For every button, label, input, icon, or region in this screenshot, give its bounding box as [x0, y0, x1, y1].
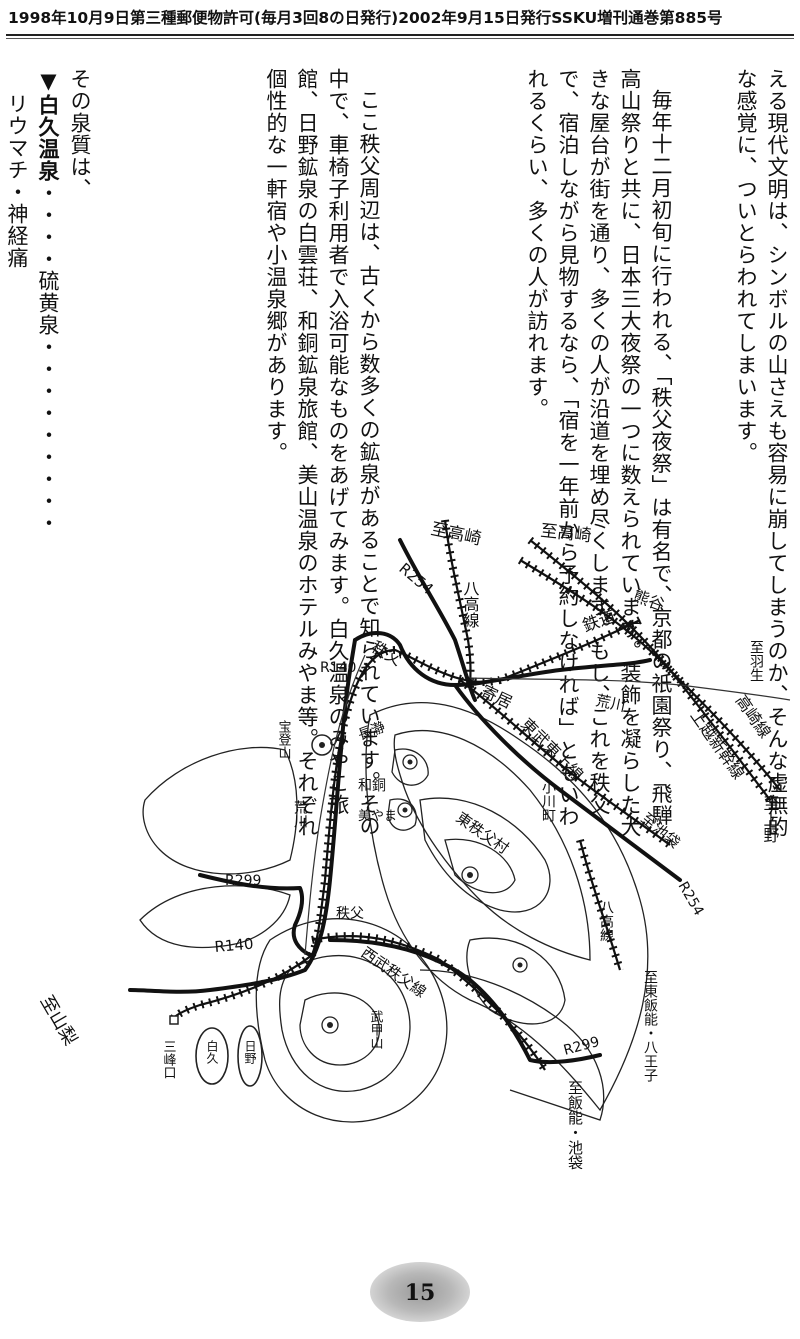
page-number-badge [370, 1262, 470, 1322]
road-r299-west [198, 873, 312, 957]
map-labels: 至高崎 至高崎 八高線 R254 熊谷 至羽生 鉄道 秩父 寄居 荒川 上越新幹… [36, 519, 780, 1170]
label-arakawa-river: 荒川 [594, 691, 627, 715]
spring-name: ▼白久温泉 [36, 68, 61, 182]
label-chichibu-station: 秩父 [336, 906, 364, 922]
road-r254-east [453, 683, 682, 882]
river-arakawa-east [469, 677, 791, 701]
station-marker-mitsumine [169, 1015, 179, 1025]
rail-seibu-ties [311, 932, 549, 1073]
contour-nagatoro [391, 748, 429, 786]
label-to-higashihanno: 至東飯能・八王子 [642, 970, 658, 1082]
contour-4 [444, 838, 516, 894]
page-number-text: 15 [404, 1280, 436, 1306]
road-r299-south [328, 938, 602, 1065]
label-mitsuminekuchi: 三峰口 [161, 1040, 177, 1079]
spring-quality-item: ▼白久温泉・・・・硫黄泉・・・・・・・・・ [32, 68, 64, 838]
rail-hachiko-north [443, 519, 472, 691]
contour-6 [255, 918, 448, 1123]
label-to-ikebukuro-1: 至池袋 [637, 809, 683, 852]
peak-marker-2 [397, 802, 413, 818]
rivers [304, 654, 791, 956]
label-takasaki-line: 高崎線 [732, 691, 775, 741]
label-miyama: 美やま [358, 809, 397, 824]
label-to-takasaki-2: 至高崎 [539, 521, 592, 546]
contour-7 [278, 954, 411, 1092]
paragraph-mineral-springs: ここ秩父周辺は、古くから数多くの鉱泉があることで知られています。その中で、車椅子… [264, 68, 381, 838]
river-arakawa-west [304, 654, 366, 956]
contour-west [139, 885, 291, 949]
peak-markers [311, 734, 528, 1034]
label-r254-mid: R254 [675, 879, 707, 919]
header-rule [6, 34, 794, 36]
label-nagatoro: 長瀞 [356, 719, 388, 744]
peak-marker-higashichichibu [461, 866, 479, 884]
label-wado: 和銅 [358, 778, 386, 794]
label-kumagaya: 熊谷 [631, 586, 668, 615]
spring-effect: リウマチ・神経痛 [5, 93, 29, 270]
label-hachiko-line-top: 八高線 [461, 580, 480, 628]
text-column-4: その泉質は、 ▼白久温泉・・・・硫黄泉・・・・・・・・・ リウマチ・神経痛 [0, 68, 95, 838]
label-to-takasaki-1: 至高崎 [429, 519, 483, 549]
label-to-hanyu: 至羽生 [748, 640, 764, 682]
label-hodosan: 宝登山 [276, 720, 292, 759]
peak-marker-4 [512, 957, 528, 973]
peak-marker-nagatoro [402, 754, 418, 770]
label-to-hanno-ikebukuro: 至飯能・池袋 [566, 1080, 584, 1170]
header-rule-thin [6, 38, 794, 39]
spring-dots: ・・・・硫黄泉・・・・・・・・・ [36, 182, 60, 534]
contour-3 [419, 797, 551, 913]
text-column-1: える現代文明は、シンボルの山さえも容易に崩してしまうのか、そんな虚無的な感覚に、… [684, 68, 792, 838]
spring-quality-intro: その泉質は、 [68, 68, 92, 200]
label-yorii: 寄居 [478, 681, 515, 712]
rail-tobu-tojo [459, 679, 671, 846]
contour-5 [466, 937, 566, 1025]
onsen-marker-shiraku [195, 1027, 229, 1085]
label-hachiko-line-bottom: 八高線 [598, 900, 614, 942]
page-number: 15 [370, 1262, 470, 1322]
label-tobu-tojo-line: 東武東上線 [517, 714, 587, 784]
label-arakawa-left: 荒川 [292, 800, 308, 828]
road-r140-northeast [353, 631, 652, 687]
chichibu-area-map: 至高崎 至高崎 八高線 R254 熊谷 至羽生 鉄道 秩父 寄居 荒川 上越新幹… [0, 500, 800, 1220]
label-hino: 日野 [243, 1040, 257, 1064]
hand-drawn-map: 至高崎 至高崎 八高線 R254 熊谷 至羽生 鉄道 秩父 寄居 荒川 上越新幹… [36, 519, 791, 1170]
label-bukosan: 武甲山 [368, 1010, 384, 1049]
peak-marker-bukosan [321, 1016, 339, 1034]
label-shiraku: 白久 [205, 1039, 219, 1065]
rail-hachiko-south [578, 839, 622, 971]
label-to-ueno: 至上野 [761, 795, 780, 843]
text-column-2: 毎年十二月初旬に行われる、「秩父夜祭」は有名で、京都の祇園祭り、飛騨高山祭りと共… [386, 68, 676, 838]
label-higashi-chichibu: 東秩父村 [453, 809, 512, 858]
contour-2 [393, 730, 591, 961]
onsen-markers [169, 1015, 263, 1087]
label-r299-left: R299 [225, 873, 261, 889]
label-ogawa: 小川町 [540, 780, 556, 822]
railways [168, 519, 784, 1073]
label-to-yamanashi: 至山梨 [36, 992, 81, 1049]
publication-header: 1998年10月9日第三種郵便物許可(毎月3回8の日発行)2002年9月15日発… [8, 9, 723, 27]
paragraph-yomatsuri: 毎年十二月初旬に行われる、「秩父夜祭」は有名で、京都の祇園祭り、飛騨高山祭りと共… [525, 68, 673, 838]
label-r140-bottom: R140 [214, 935, 254, 956]
contour-8 [299, 992, 381, 1066]
text-column-3: ここ秩父周辺は、古くから数多くの鉱泉があることで知られています。その中で、車椅子… [94, 68, 384, 838]
label-r140-top: R140 [320, 660, 356, 676]
onsen-marker-hino [237, 1025, 263, 1087]
paragraph-modern-civilization: える現代文明は、シンボルの山さえも容易に崩してしまうのか、そんな虚無的な感覚に、… [734, 68, 789, 838]
rail-chichibu [310, 619, 641, 956]
contour-nagatoro-2 [387, 798, 417, 831]
contour-outer-north [365, 701, 649, 1112]
contour-west-2 [142, 746, 298, 875]
rail-chichibu-west-ties [168, 951, 315, 1023]
rail-takasaki-ties [527, 536, 774, 803]
peak-marker-hodosan [311, 734, 333, 756]
